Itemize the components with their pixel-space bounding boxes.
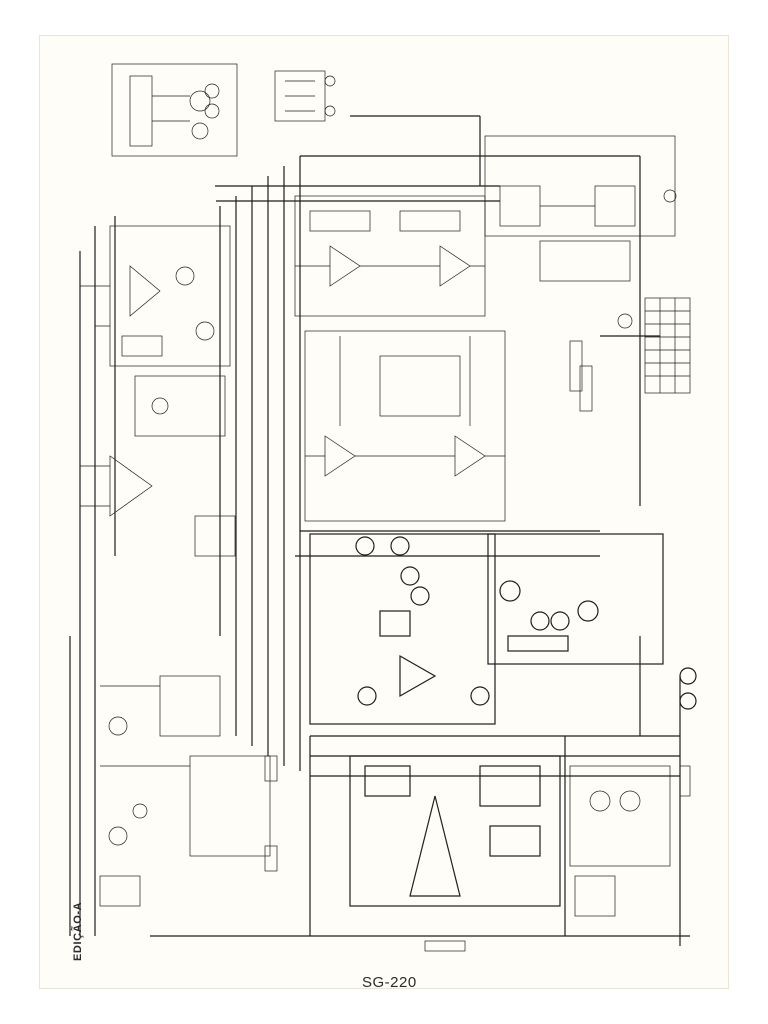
lower-center-block	[309, 533, 496, 725]
motor-meter-block	[487, 533, 697, 710]
mid-left-ic	[80, 375, 236, 557]
schematic-sheet: EDIÇÃO-A SG-220	[40, 36, 728, 991]
front-end-section	[99, 675, 271, 907]
middle-center-amp	[304, 330, 506, 522]
power-switch-block	[274, 70, 336, 122]
bottom-ic-block	[349, 755, 561, 907]
circuit-schematic	[69, 63, 697, 952]
connector-strips	[264, 340, 691, 952]
main-wiring	[69, 115, 690, 946]
spec-table	[644, 297, 691, 394]
upper-left-stage	[80, 225, 231, 367]
edition-label: EDIÇÃO-A	[72, 901, 84, 961]
upper-center-amp	[294, 195, 486, 317]
top-left-switch-box	[111, 63, 238, 157]
paper-background	[40, 36, 728, 988]
power-supply-section	[484, 135, 677, 329]
bottom-right-transistors	[569, 765, 671, 917]
model-label: SG-220	[362, 974, 417, 991]
